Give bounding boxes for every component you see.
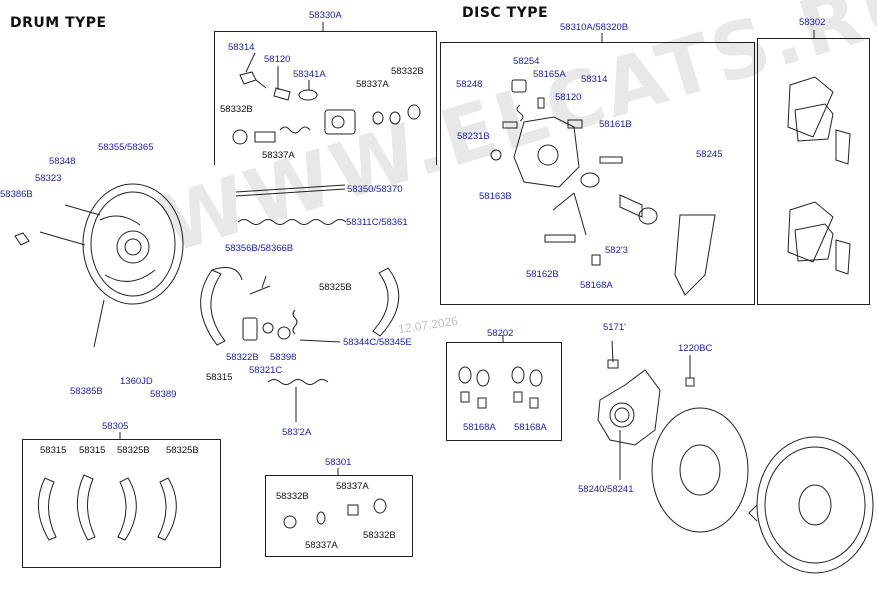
- part-58310a-58320b[interactable]: 58310A/58320B: [560, 22, 629, 33]
- part-58231b[interactable]: 58231B: [457, 131, 490, 142]
- part-58337a-bottom[interactable]: 58337A: [262, 150, 295, 161]
- part-58302[interactable]: 58302: [799, 17, 826, 28]
- part-58245[interactable]: 58245: [696, 149, 723, 160]
- part-58330a[interactable]: 58330A: [309, 10, 342, 21]
- part-58168a[interactable]: 58168A: [580, 280, 613, 291]
- part-58120[interactable]: 58120: [264, 54, 291, 65]
- part-58254[interactable]: 58254: [513, 56, 540, 67]
- kit-58332b-b[interactable]: 58332B: [363, 530, 396, 541]
- kit-58337a-b[interactable]: 58337A: [305, 540, 338, 551]
- part-58344c-58345e[interactable]: 58344C/58345E: [343, 337, 412, 348]
- part-58355-58365[interactable]: 58355/58365: [98, 142, 154, 153]
- part-1360jd[interactable]: 1360JD: [120, 376, 153, 387]
- part-58301[interactable]: 58301: [325, 457, 352, 468]
- caliper-box: [440, 42, 755, 305]
- part-58332b-left[interactable]: 58332B: [220, 104, 253, 115]
- part-58323[interactable]: 58323: [35, 173, 62, 184]
- caliper-kit-box: [446, 342, 562, 441]
- part-1220bc[interactable]: 1220BC: [678, 343, 713, 354]
- kit-58168a-a[interactable]: 58168A: [463, 422, 496, 433]
- part-58312a[interactable]: 583'2A: [282, 427, 312, 438]
- part-58337a-right[interactable]: 58337A: [356, 79, 389, 90]
- part-58314[interactable]: 58314: [228, 42, 255, 53]
- part-58325b[interactable]: 58325B: [319, 282, 352, 293]
- part-58163b[interactable]: 58163B: [479, 191, 512, 202]
- shoe-58315-b[interactable]: 58315: [79, 445, 106, 456]
- part-58332b-top[interactable]: 58332B: [391, 66, 424, 77]
- part-58165a[interactable]: 58165A: [533, 69, 566, 80]
- kit-58332b-a[interactable]: 58332B: [276, 491, 309, 502]
- shoe-58315-a[interactable]: 58315: [40, 445, 67, 456]
- kit-58337a-a[interactable]: 58337A: [336, 481, 369, 492]
- pad-box: [757, 38, 870, 305]
- part-58322b[interactable]: 58322B: [226, 352, 259, 363]
- part-58162b[interactable]: 58162B: [526, 269, 559, 280]
- part-58350-58370[interactable]: 58350/58370: [347, 184, 403, 195]
- shoe-58325b-b[interactable]: 58325B: [166, 445, 199, 456]
- part-58248[interactable]: 58248: [456, 79, 483, 90]
- part-58385b[interactable]: 58385B: [70, 386, 103, 397]
- disc-type-heading: DISC TYPE: [462, 5, 549, 21]
- drum-type-heading: DRUM TYPE: [10, 15, 107, 31]
- part-58305[interactable]: 58305: [102, 421, 129, 432]
- part-58348[interactable]: 58348: [49, 156, 76, 167]
- part-58161b[interactable]: 58161B: [599, 119, 632, 130]
- part-58311c-58361[interactable]: 58311C/58361: [346, 217, 408, 228]
- wheel-cylinder-box: [214, 31, 437, 165]
- part-58386b[interactable]: 58386B: [0, 189, 33, 200]
- part-51711[interactable]: 5171': [603, 322, 626, 333]
- part-58356b-58366b[interactable]: 58356B/58366B: [225, 243, 294, 254]
- part-58202[interactable]: 58202: [487, 328, 514, 339]
- part-58213[interactable]: 582'3: [605, 245, 628, 256]
- kit-58168a-b[interactable]: 58168A: [514, 422, 547, 433]
- part-58240-58241[interactable]: 58240/58241: [578, 484, 634, 495]
- part-58321c[interactable]: 58321C: [249, 365, 283, 376]
- part-58315[interactable]: 58315: [206, 372, 233, 383]
- part-58120-disc[interactable]: 58120: [555, 92, 582, 103]
- shoe-set-box: [22, 439, 221, 568]
- shoe-58325b-a[interactable]: 58325B: [117, 445, 150, 456]
- part-58389[interactable]: 58389: [150, 389, 177, 400]
- part-58341a[interactable]: 58341A: [293, 69, 326, 80]
- part-58398[interactable]: 58398: [270, 352, 297, 363]
- cylinder-kit-box: [265, 475, 413, 557]
- part-58314-disc[interactable]: 58314: [581, 74, 608, 85]
